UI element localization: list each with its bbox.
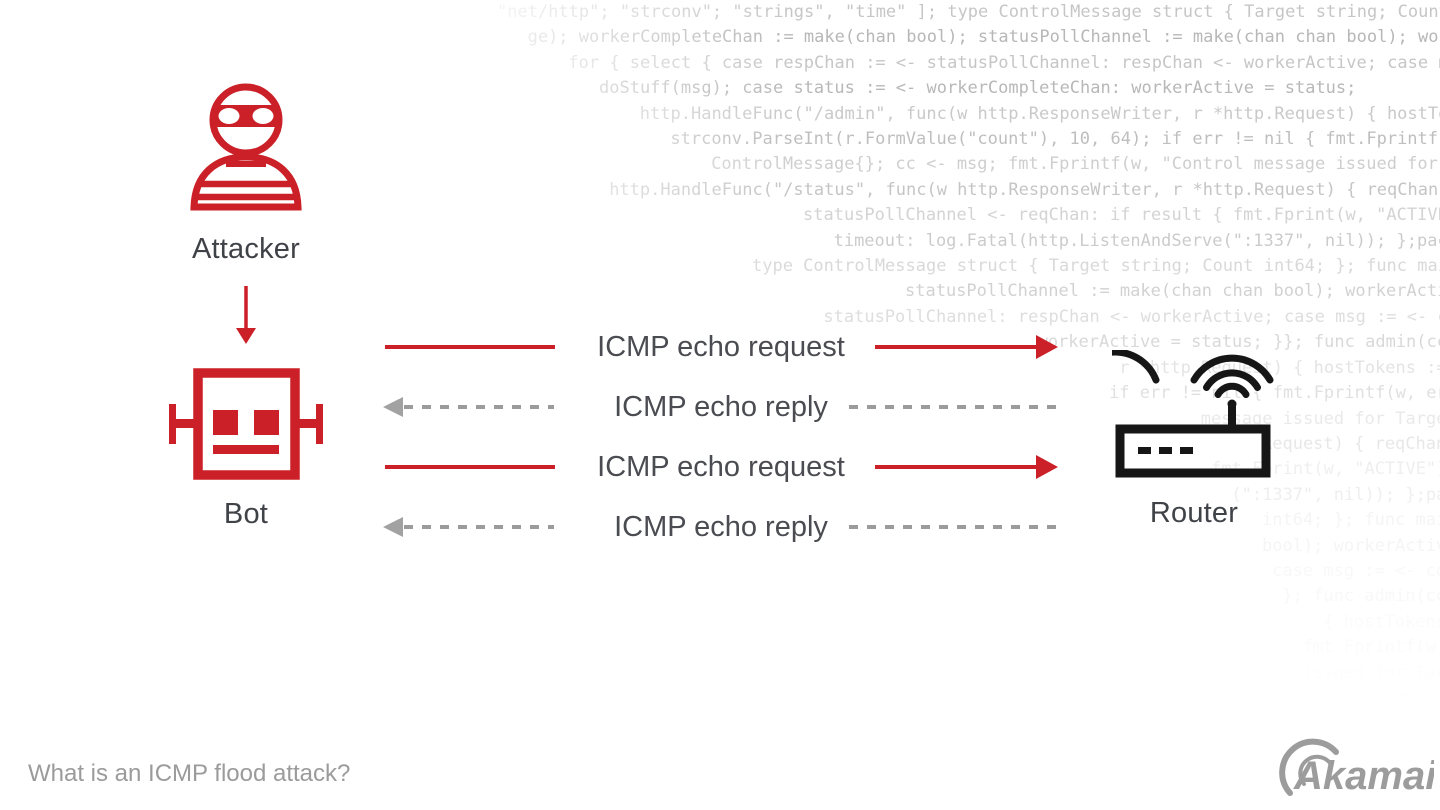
attacker-icon [190, 83, 302, 211]
bot-icon [169, 368, 323, 480]
request-line-right [875, 345, 1038, 349]
flow-row-reply-1: ICMP echo reply [383, 389, 1059, 425]
reply-dash-right [849, 405, 1057, 409]
attacker-to-bot-arrow [236, 286, 256, 344]
router-icon [1112, 350, 1274, 478]
flow-row-request-1: ICMP echo request [383, 329, 1059, 365]
arrowhead-right-icon [1036, 455, 1058, 479]
caption-question: What is an ICMP flood attack? [28, 760, 351, 787]
request-line-right [875, 465, 1038, 469]
akamai-logo: Akamai [1279, 738, 1434, 798]
reply-dash-right [849, 525, 1057, 529]
akamai-wordmark: Akamai [1293, 754, 1434, 798]
arrowhead-right-icon [1036, 335, 1058, 359]
flow-row-reply-2: ICMP echo reply [383, 509, 1059, 545]
attacker-label: Attacker [192, 233, 300, 265]
router-label: Router [1149, 497, 1239, 529]
bot-label: Bot [223, 498, 269, 530]
flow-row-request-2: ICMP echo request [383, 449, 1059, 485]
